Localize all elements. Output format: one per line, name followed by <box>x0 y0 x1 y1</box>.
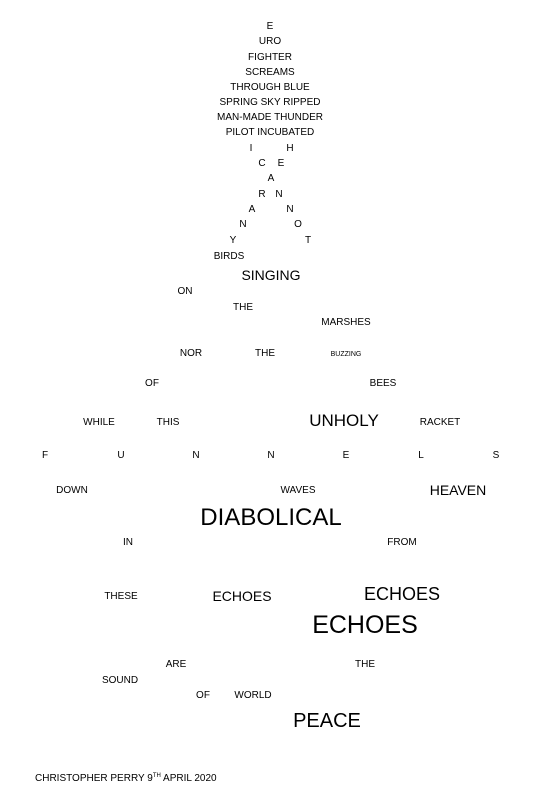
poem-word: ECHOES <box>212 588 272 604</box>
poem-letter: S <box>492 450 500 461</box>
poem-word: ON <box>177 286 193 297</box>
poem-letter: A <box>267 173 275 184</box>
poem-letter: N <box>192 450 200 461</box>
poem-word: THESE <box>104 591 138 602</box>
poem-letter: O <box>294 219 302 230</box>
poem-letter: H <box>286 143 294 154</box>
signature-name-date: CHRISTOPHER PERRY 9 <box>35 773 153 784</box>
poem-word: SINGING <box>241 267 301 283</box>
poem-word: IN <box>123 537 133 548</box>
poem-word: WHILE <box>83 417 115 428</box>
poem-word: UNHOLY <box>309 411 379 430</box>
poem-letter: E <box>277 158 285 169</box>
poem-letter: U <box>117 450 125 461</box>
poem-word: DOWN <box>56 485 88 496</box>
poem-letter: E <box>342 450 350 461</box>
poem-word: FIGHTER <box>248 52 292 63</box>
poem-word: MAN-MADE THUNDER <box>217 112 323 123</box>
poem-word: RACKET <box>419 417 461 428</box>
poem-letter: N <box>267 450 275 461</box>
poem-letter: R <box>258 189 266 200</box>
poem-word: E <box>266 21 274 32</box>
poem-word: URO <box>258 36 282 47</box>
poem-word: ARE <box>165 659 187 670</box>
poem-word: ECHOES <box>363 584 441 604</box>
signature-month-year: APRIL 2020 <box>160 773 217 784</box>
poem-word: HEAVEN <box>429 482 487 498</box>
poem-word: THE <box>255 348 275 359</box>
poem-word: DIABOLICAL <box>200 504 342 531</box>
poem-word: OF <box>145 378 159 389</box>
poem-letter: N <box>239 219 247 230</box>
poem-word: FROM <box>387 537 417 548</box>
poem-letter: Y <box>229 235 237 246</box>
poem-letter: L <box>418 450 424 461</box>
poem-word: THROUGH BLUE <box>230 82 310 93</box>
poem-word: BUZZING <box>330 351 362 358</box>
signature: CHRISTOPHER PERRY 9TH APRIL 2020 <box>35 773 217 784</box>
poem-word: THIS <box>156 417 180 428</box>
poem-letter: N <box>275 189 283 200</box>
poem-word: PILOT INCUBATED <box>225 127 315 138</box>
poem-letter: F <box>41 450 49 461</box>
poem-letter: T <box>304 235 312 246</box>
poem-word: SOUND <box>101 675 139 686</box>
poem-letter: N <box>286 204 294 215</box>
poem-word: THE <box>233 302 253 313</box>
poem-word: BEES <box>369 378 397 389</box>
poem-word: MARSHES <box>321 317 371 328</box>
poem-letter: A <box>248 204 256 215</box>
poem-letter: C <box>258 158 266 169</box>
poem-word: PEACE <box>293 710 361 732</box>
poem-word: SPRING SKY RIPPED <box>219 97 321 108</box>
poem-word: WAVES <box>280 485 316 496</box>
poem-word: WORLD <box>234 690 272 701</box>
poem-word: SCREAMS <box>245 67 295 78</box>
poem-word: ECHOES <box>312 611 418 639</box>
poem-word: OF <box>196 690 210 701</box>
poem-word: BIRDS <box>213 251 245 262</box>
poem-word: NOR <box>179 348 203 359</box>
signature-ordinal: TH <box>152 773 161 779</box>
poem-letter: I <box>249 143 253 154</box>
poem-word: THE <box>355 659 375 670</box>
